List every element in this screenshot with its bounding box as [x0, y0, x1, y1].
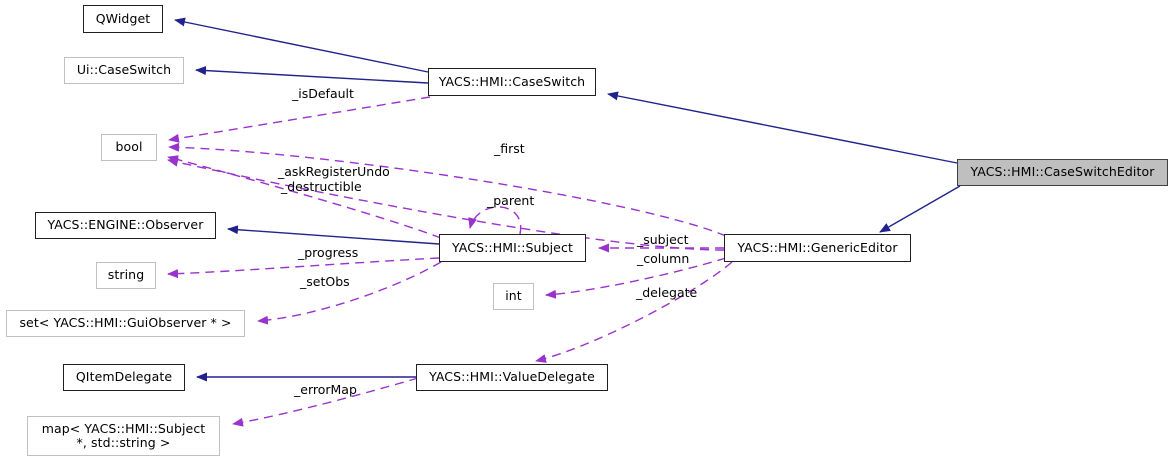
edge-label-askregisterundo: _askRegisterUndo [278, 164, 390, 179]
node-yacs-hmi-caseswitcheditor[interactable]: YACS::HMI::CaseSwitchEditor [957, 159, 1168, 186]
edge-label-delegate: _delegate [636, 285, 698, 300]
edge-label-isdefault: _isDefault [292, 86, 354, 101]
edge-delegate [535, 261, 733, 363]
node-qitemdelegate[interactable]: QItemDelegate [63, 364, 185, 391]
edge-first [168, 142, 727, 237]
edge-label-parent: _parent [487, 193, 535, 208]
edge-caseswitch-uicaseswitch [195, 66, 429, 84]
edge-editor-genericeditor [879, 185, 961, 233]
edge-editor-caseswitch [607, 91, 958, 164]
node-yacs-hmi-subject[interactable]: YACS::HMI::Subject [439, 234, 586, 262]
edge-caseswitch-qwidget [174, 17, 429, 73]
edge-label-errormap: _errorMap [294, 382, 357, 397]
edge-isdefault [168, 96, 431, 143]
node-set-guiobserver[interactable]: set< YACS::HMI::GuiObserver * > [6, 310, 245, 337]
node-ui-caseswitch[interactable]: Ui::CaseSwitch [64, 57, 184, 84]
node-string[interactable]: string [96, 262, 156, 289]
node-map-subject-string[interactable]: map< YACS::HMI::Subject *, std::string > [27, 416, 220, 456]
edge-parent [468, 206, 522, 235]
edge-setobs [257, 261, 442, 325]
node-int[interactable]: int [493, 283, 534, 310]
node-yacs-hmi-valuedelegate[interactable]: YACS::HMI::ValueDelegate [416, 364, 608, 391]
node-qwidget[interactable]: QWidget [83, 5, 163, 33]
edge-label-progress: _progress [298, 245, 359, 260]
edge-label-destructible: _destructible [281, 179, 362, 194]
edge-label-column: _column [637, 251, 690, 266]
edge-progress [167, 257, 440, 279]
edge-label-first: _first [494, 141, 525, 156]
node-bool[interactable]: bool [101, 134, 157, 161]
edge-label-subject: _subject [637, 232, 689, 247]
edge-subject-observer [227, 225, 440, 245]
node-yacs-engine-observer[interactable]: YACS::ENGINE::Observer [35, 212, 216, 239]
edge-label-setobs: _setObs [300, 274, 350, 289]
node-yacs-hmi-genericeditor[interactable]: YACS::HMI::GenericEditor [724, 234, 911, 262]
node-yacs-hmi-caseswitch[interactable]: YACS::HMI::CaseSwitch [428, 68, 596, 96]
